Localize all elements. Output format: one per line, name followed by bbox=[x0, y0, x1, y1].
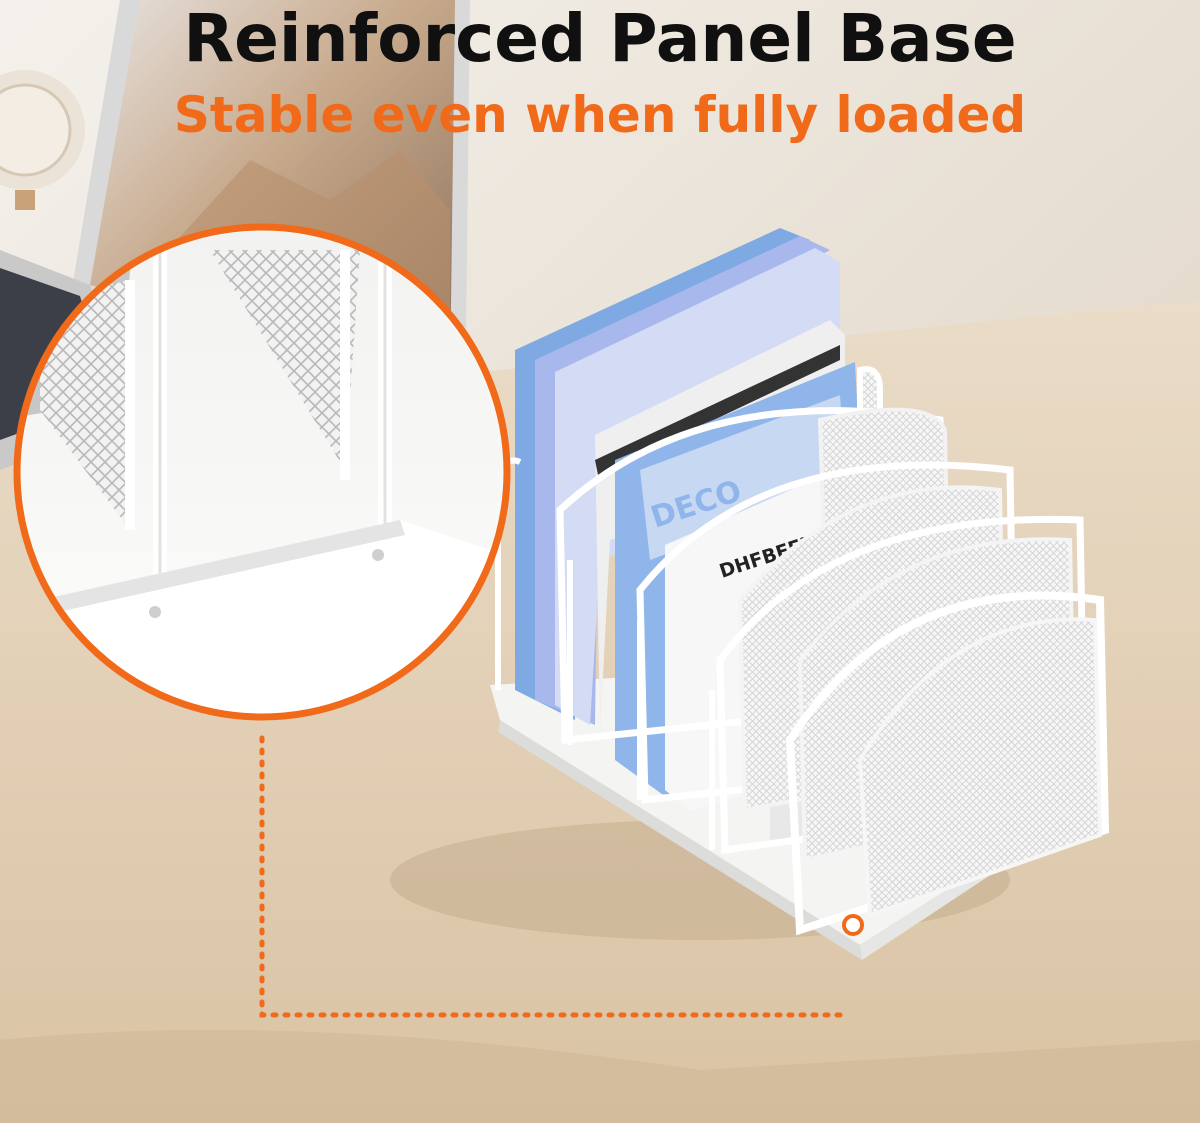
page-subtitle: Stable even when fully loaded bbox=[173, 86, 1027, 144]
callout-connector bbox=[259, 735, 864, 1018]
desk-fan bbox=[0, 70, 85, 210]
detail-zoom-circle bbox=[13, 223, 511, 721]
callout-marker bbox=[842, 914, 864, 936]
page-title: Reinforced Panel Base bbox=[183, 0, 1017, 77]
